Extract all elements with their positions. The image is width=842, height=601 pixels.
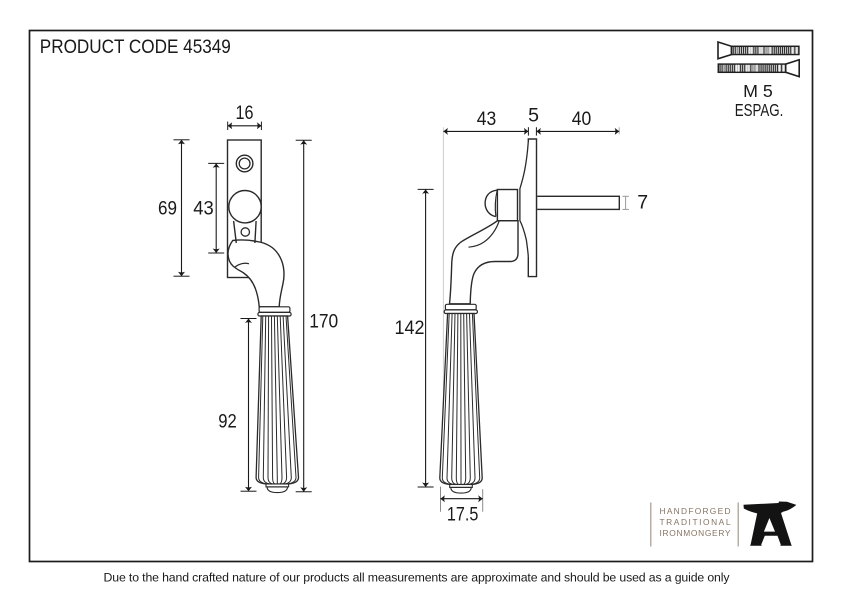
svg-text:Due to the hand crafted nature: Due to the hand crafted nature of our pr… xyxy=(104,571,731,585)
svg-text:IRONMONGERY: IRONMONGERY xyxy=(660,528,731,538)
svg-text:7: 7 xyxy=(637,192,648,214)
svg-text:HANDFORGED: HANDFORGED xyxy=(660,506,731,516)
svg-text:M 5: M 5 xyxy=(743,81,773,101)
svg-text:PRODUCT CODE 45349: PRODUCT CODE 45349 xyxy=(40,36,231,58)
svg-text:69: 69 xyxy=(158,198,177,220)
svg-text:43: 43 xyxy=(477,108,497,130)
svg-text:142: 142 xyxy=(395,317,425,339)
svg-text:40: 40 xyxy=(572,108,592,130)
svg-text:16: 16 xyxy=(236,102,254,124)
svg-text:5: 5 xyxy=(528,105,539,127)
svg-text:43: 43 xyxy=(193,198,214,220)
svg-text:170: 170 xyxy=(309,310,338,332)
svg-text:TRADITIONAL: TRADITIONAL xyxy=(660,517,731,527)
svg-text:17.5: 17.5 xyxy=(447,504,479,526)
svg-text:ESPAG.: ESPAG. xyxy=(735,100,784,120)
svg-text:92: 92 xyxy=(218,410,237,432)
